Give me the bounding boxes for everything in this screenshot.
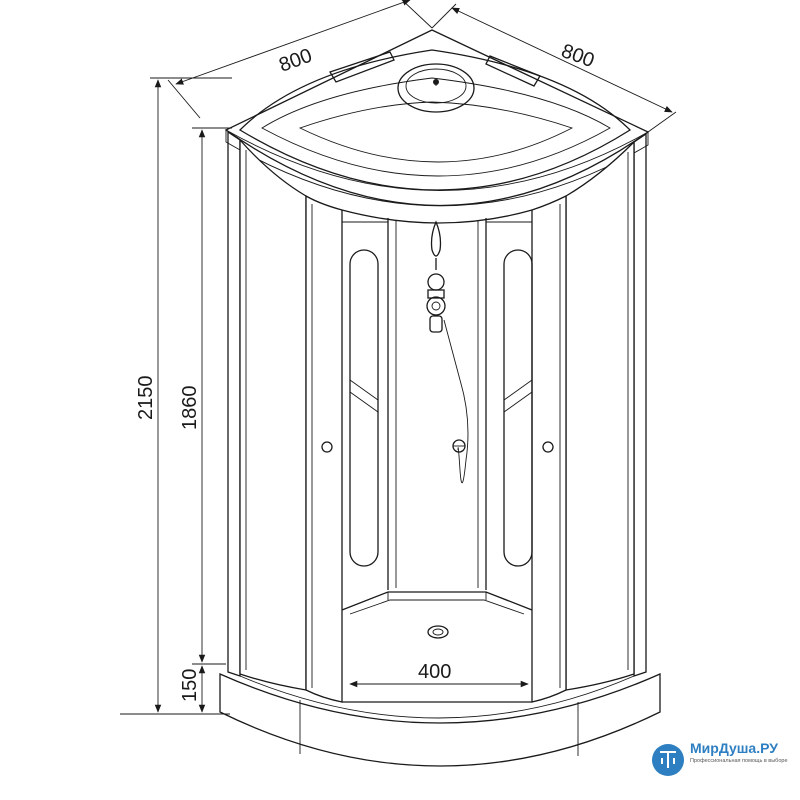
tray-skirt: [219, 672, 661, 767]
shower-logo-icon: [652, 744, 684, 776]
dim-width-right: 800: [558, 40, 597, 72]
dim-tray-height: 150: [179, 669, 201, 702]
back-panel-slot-right: [503, 249, 533, 567]
back-wall: [341, 209, 533, 590]
dim-door-opening: 400: [418, 661, 451, 683]
door-handle-left: [321, 441, 333, 453]
dim-width-left: 800: [276, 45, 315, 77]
shower-tray: [219, 591, 661, 767]
logo-tagline: Профессиональная помощь в выборе: [690, 758, 788, 764]
roof-vent-left: [329, 51, 395, 83]
drain: [427, 625, 449, 639]
roof-vent-right: [485, 55, 541, 87]
dim-cabin-height: 1860: [179, 386, 201, 431]
cabin-frame: [227, 130, 647, 691]
logo: МирДуша.РУ Профессиональная помощь в выб…: [650, 738, 795, 788]
rain-shower-head: [397, 63, 475, 113]
door-handle-right: [542, 441, 554, 453]
logo-name: МирДуша.РУ: [690, 740, 778, 756]
dim-total-height: 2150: [135, 376, 157, 421]
side-panel-left: [239, 138, 307, 691]
shower-mixer: [426, 220, 469, 484]
dimension-lines: [120, 0, 677, 715]
roof: [224, 29, 650, 207]
back-panel-slot-left: [349, 249, 379, 567]
side-panel-right: [565, 140, 635, 691]
